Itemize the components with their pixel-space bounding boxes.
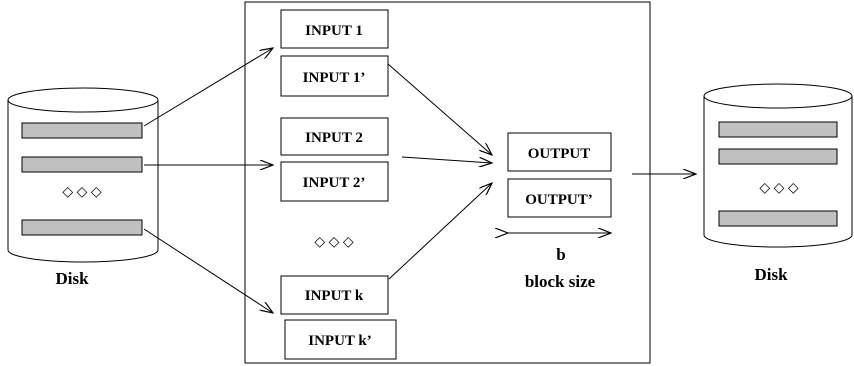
output-buffer — [507, 178, 612, 218]
arrow-input-2-to-output — [401, 156, 492, 163]
left-disk-record — [21, 122, 143, 139]
left-disk-record — [21, 156, 143, 173]
input-ellipsis: ◇ ◇ ◇ — [314, 235, 354, 250]
input-buffers: INPUT 1 INPUT 1’ INPUT 2 INPUT 2’ ◇ ◇ ◇ … — [280, 9, 397, 360]
input-buffer-label: INPUT 1’ — [303, 70, 366, 86]
block-size-label: block size — [525, 272, 596, 291]
input-buffer — [280, 55, 389, 97]
right-disk-record — [718, 121, 838, 138]
output-buffer-label: OUTPUT’ — [525, 192, 593, 208]
input-buffer — [280, 117, 389, 156]
left-disk-record — [21, 219, 143, 236]
input-buffer — [284, 319, 397, 360]
input-buffer-label: INPUT k’ — [308, 333, 372, 349]
block-size-indicator: b block size — [508, 233, 611, 291]
right-disk: ◇ ◇ ◇ Disk — [703, 83, 853, 284]
arrow-disk-to-input-1 — [143, 48, 273, 127]
input-buffer — [280, 275, 389, 315]
output-buffer-label: OUTPUT — [528, 146, 591, 162]
input-buffer-label: INPUT 2 — [305, 130, 363, 146]
merge-memory-box — [244, 1, 651, 364]
output-buffers: OUTPUT OUTPUT’ — [507, 132, 612, 218]
left-disk: ◇ ◇ ◇ Disk — [7, 87, 159, 288]
right-disk-record — [718, 210, 838, 227]
input-buffer-label: INPUT 2’ — [303, 175, 366, 191]
left-disk-top — [7, 87, 159, 113]
input-buffer-label: INPUT k — [305, 288, 364, 304]
output-buffer — [507, 132, 612, 172]
arrow-disk-to-input-k — [143, 228, 273, 313]
right-disk-ellipsis: ◇ ◇ ◇ — [759, 181, 799, 196]
arrow-input-k-to-output — [388, 183, 492, 280]
left-disk-label: Disk — [55, 269, 89, 288]
input-buffer — [280, 9, 389, 49]
left-disk-ellipsis: ◇ ◇ ◇ — [62, 185, 102, 200]
right-disk-record — [718, 148, 838, 165]
merge-arrows — [387, 63, 492, 280]
right-disk-label: Disk — [754, 265, 788, 284]
input-buffer — [280, 161, 389, 202]
read-arrows — [143, 48, 273, 313]
right-disk-top — [703, 83, 853, 109]
arrow-input-1-to-output — [387, 63, 492, 155]
input-buffer-label: INPUT 1 — [305, 23, 363, 39]
block-size-symbol: b — [556, 245, 565, 264]
